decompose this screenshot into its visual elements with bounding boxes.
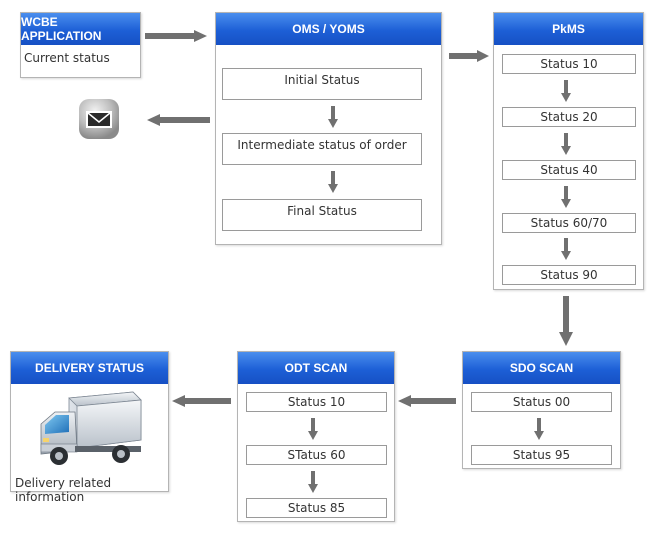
arrow-pkms-2 — [561, 133, 571, 155]
oms-yoms-title: OMS / YOMS — [216, 13, 441, 45]
pkms-status-20-label: Status 20 — [540, 110, 598, 124]
odt-status-60: STatus 60 — [246, 445, 387, 465]
arrow-pkms-3 — [561, 186, 571, 208]
pkms-status-90: Status 90 — [502, 265, 636, 285]
pkms-status-60-70-label: Status 60/70 — [530, 216, 608, 230]
sdo-status-00: Status 00 — [471, 392, 612, 412]
truck-icon — [35, 390, 145, 470]
arrow-pkms-to-sdo — [559, 296, 573, 346]
odt-status-60-label: STatus 60 — [287, 448, 346, 462]
arrow-odt-to-delivery — [172, 395, 231, 407]
pkms-status-20: Status 20 — [502, 107, 636, 127]
arrow-odt-1 — [308, 418, 318, 440]
odt-scan-title: ODT SCAN — [238, 352, 394, 384]
oms-status-initial-label: Initial Status — [284, 73, 360, 87]
arrow-pkms-4 — [561, 238, 571, 260]
oms-status-final-label: Final Status — [287, 204, 357, 218]
arrow-oms-to-pkms — [449, 50, 489, 62]
odt-status-10-label: Status 10 — [287, 395, 346, 409]
pkms-status-40: Status 40 — [502, 160, 636, 180]
arrow-oms-2 — [328, 171, 338, 193]
wcbe-current-status-text: Current status — [24, 51, 110, 65]
wcbe-application-title: WCBE APPLICATION — [21, 13, 140, 45]
delivery-status-title: DELIVERY STATUS — [11, 352, 168, 384]
sdo-status-95-label: Status 95 — [512, 448, 571, 462]
delivery-info-text: Delivery related information — [15, 476, 112, 504]
sdo-scan-title: SDO SCAN — [463, 352, 620, 384]
arrow-oms-1 — [328, 106, 338, 128]
envelope-icon[interactable] — [78, 98, 120, 140]
arrow-wcbe-to-oms — [145, 30, 207, 42]
odt-status-85-label: Status 85 — [287, 501, 346, 515]
arrow-odt-2 — [308, 471, 318, 493]
pkms-status-60-70: Status 60/70 — [502, 213, 636, 233]
arrow-pkms-1 — [561, 80, 571, 102]
oms-status-initial: Initial Status — [222, 68, 422, 100]
wcbe-application-panel: WCBE APPLICATION Current status — [20, 12, 141, 78]
pkms-title: PkMS — [494, 13, 643, 45]
arrow-sdo-to-odt — [398, 395, 456, 407]
oms-status-intermediate: Intermediate status of order — [222, 133, 422, 165]
oms-status-final: Final Status — [222, 199, 422, 231]
odt-status-10: Status 10 — [246, 392, 387, 412]
sdo-status-00-label: Status 00 — [512, 395, 571, 409]
arrow-oms-to-envelope — [147, 114, 210, 126]
pkms-status-10: Status 10 — [502, 54, 636, 74]
sdo-status-95: Status 95 — [471, 445, 612, 465]
pkms-status-40-label: Status 40 — [540, 163, 598, 177]
odt-status-85: Status 85 — [246, 498, 387, 518]
pkms-status-90-label: Status 90 — [540, 268, 598, 282]
pkms-status-10-label: Status 10 — [540, 57, 598, 71]
delivery-status-panel: DELIVERY STATUS — [10, 351, 169, 504]
odt-scan-panel: ODT SCAN — [237, 351, 395, 522]
oms-status-intermediate-label: Intermediate status of order — [237, 138, 407, 152]
arrow-sdo-1 — [534, 418, 544, 440]
